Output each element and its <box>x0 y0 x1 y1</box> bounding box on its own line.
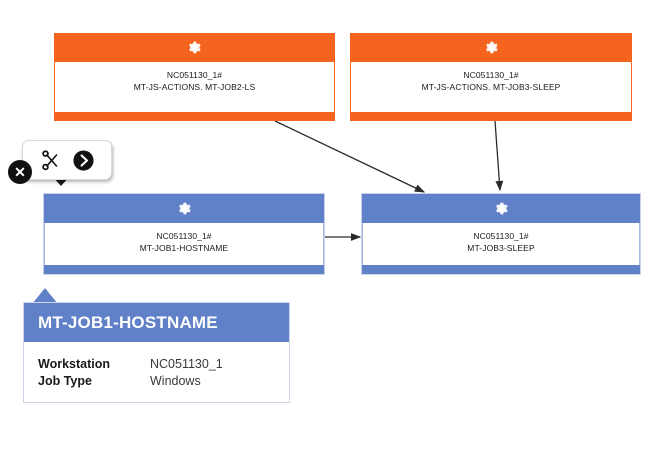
gear-icon <box>178 202 191 215</box>
node-footer <box>54 112 335 121</box>
tooltip-row-job-type: Job Type Windows <box>38 373 275 390</box>
node-header <box>362 194 640 223</box>
node-footer <box>44 265 324 274</box>
chevron-right-circle-icon <box>73 149 94 171</box>
scissors-icon <box>41 150 57 171</box>
context-toolbar[interactable] <box>22 140 112 180</box>
gear-icon <box>495 202 508 215</box>
node-footer <box>350 112 632 121</box>
run-button[interactable] <box>71 147 97 173</box>
tooltip-body: Workstation NC051130_1 Job Type Windows <box>24 342 289 402</box>
connector-js-job2-to-job3-sleep <box>274 120 426 193</box>
node-line-2: MT-JOB3-SLEEP <box>467 243 535 253</box>
close-glyph: ✕ <box>14 164 26 180</box>
node-line-2: MT-JS-ACTIONS. MT-JOB3-SLEEP <box>421 82 561 92</box>
job-stream-node-mt-job2-ls[interactable]: NC051130_1# MT-JS-ACTIONS. MT-JOB2-LS <box>54 33 335 121</box>
connector-js-job3-to-job3-sleep <box>494 120 504 192</box>
tooltip-row-workstation: Workstation NC051130_1 <box>38 356 275 373</box>
tooltip-value: Windows <box>150 374 201 388</box>
node-body: NC051130_1# MT-JS-ACTIONS. MT-JOB3-SLEEP <box>350 62 632 112</box>
gear-icon <box>189 41 201 54</box>
job-stream-node-mt-job3-sleep[interactable]: NC051130_1# MT-JS-ACTIONS. MT-JOB3-SLEEP <box>350 33 632 121</box>
node-body: NC051130_1# MT-JOB3-SLEEP <box>362 223 640 265</box>
job-node-mt-job1-hostname[interactable]: NC051130_1# MT-JOB1-HOSTNAME <box>44 194 324 274</box>
tooltip-pointer <box>32 288 58 304</box>
tooltip-header: MT-JOB1-HOSTNAME <box>24 303 289 342</box>
job-node-mt-job3-sleep[interactable]: NC051130_1# MT-JOB3-SLEEP <box>362 194 640 274</box>
node-header <box>54 33 335 62</box>
gear-icon <box>485 41 498 54</box>
node-footer <box>362 265 640 274</box>
node-header <box>44 194 324 223</box>
node-body: NC051130_1# MT-JS-ACTIONS. MT-JOB2-LS <box>54 62 335 112</box>
node-line-1: NC051130_1# <box>463 70 519 80</box>
tooltip-label: Job Type <box>38 374 92 388</box>
node-body: NC051130_1# MT-JOB1-HOSTNAME <box>44 223 324 265</box>
context-toolbar-tail <box>52 176 70 186</box>
node-line-1: NC051130_1# <box>473 231 529 241</box>
cut-button[interactable] <box>38 147 64 173</box>
node-line-1: NC051130_1# <box>156 231 212 241</box>
node-line-1: NC051130_1# <box>166 70 223 80</box>
tooltip-value: NC051130_1 <box>150 357 223 371</box>
node-line-2: MT-JOB1-HOSTNAME <box>139 243 229 253</box>
node-header <box>350 33 632 62</box>
job-detail-tooltip: MT-JOB1-HOSTNAME Workstation NC051130_1 … <box>24 303 289 402</box>
tooltip-label: Workstation <box>38 357 110 371</box>
tooltip-title: MT-JOB1-HOSTNAME <box>38 312 218 332</box>
node-line-2: MT-JS-ACTIONS. MT-JOB2-LS <box>133 82 256 92</box>
close-circle-icon[interactable]: ✕ <box>8 160 32 184</box>
